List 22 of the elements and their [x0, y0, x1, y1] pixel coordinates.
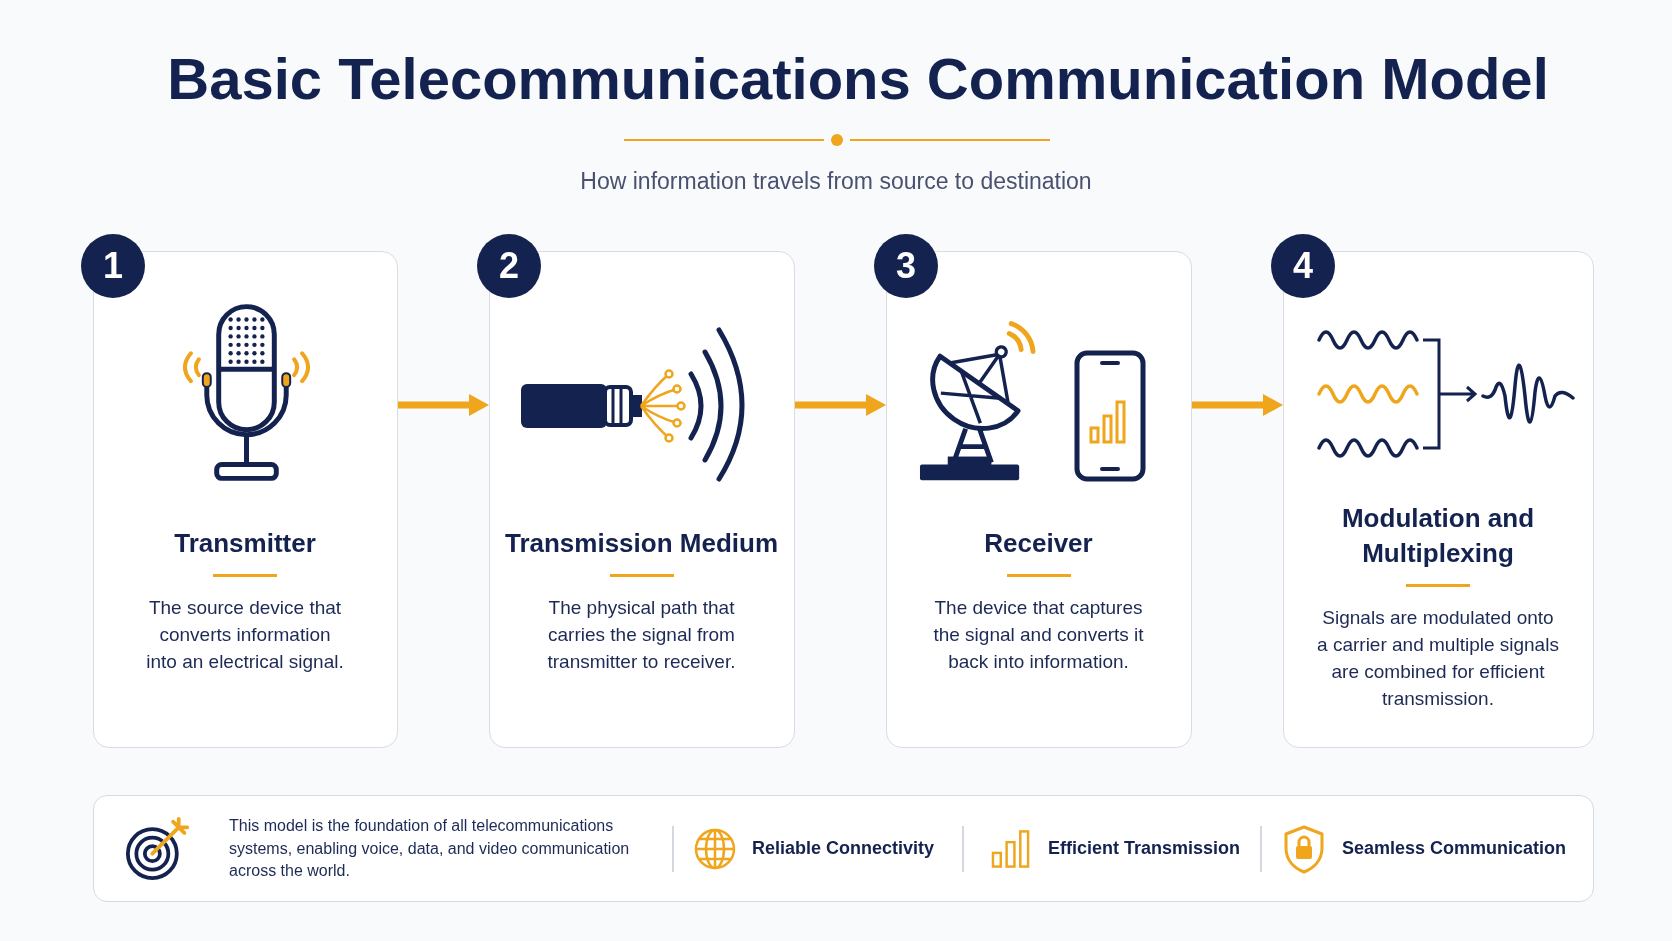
- info-banner: [93, 795, 1594, 902]
- step-description: The device that captures the signal and converts it back into information.: [932, 596, 1145, 674]
- step-description: The source device that converts information into an electrical signal.: [145, 596, 345, 674]
- step-number: 4: [1271, 234, 1335, 298]
- step-description: The physical path that carries the signal from transmitter to receiver.: [546, 596, 737, 674]
- feature-label: Seamless Communication: [1342, 837, 1567, 860]
- step-title: Modulation and Multiplexing: [1340, 502, 1536, 570]
- step-number: 1: [81, 234, 145, 298]
- page-title: Basic Telecommunications Communication Model: [166, 45, 1550, 113]
- step-title: Receiver: [983, 527, 1094, 560]
- step-title: Transmission Medium: [503, 527, 780, 560]
- arrow: [795, 394, 886, 416]
- feature-label: Efficient Transmission: [1048, 837, 1241, 860]
- step-description: Signals are modulated onto a carrier and multiple signals are combined for efficient transmission.: [1316, 606, 1560, 711]
- subtitle: How information travels from source to destination: [579, 167, 1093, 196]
- step-title: Transmitter: [173, 527, 317, 560]
- step-number: 3: [874, 234, 938, 298]
- banner-text: This model is the foundation of all telecommunications systems, enabling voice, data, and video communication across the world.: [229, 816, 631, 881]
- arrow: [398, 394, 489, 416]
- step-number: 2: [477, 234, 541, 298]
- feature-label: Reliable Connectivity: [752, 837, 935, 860]
- arrow: [1192, 394, 1283, 416]
